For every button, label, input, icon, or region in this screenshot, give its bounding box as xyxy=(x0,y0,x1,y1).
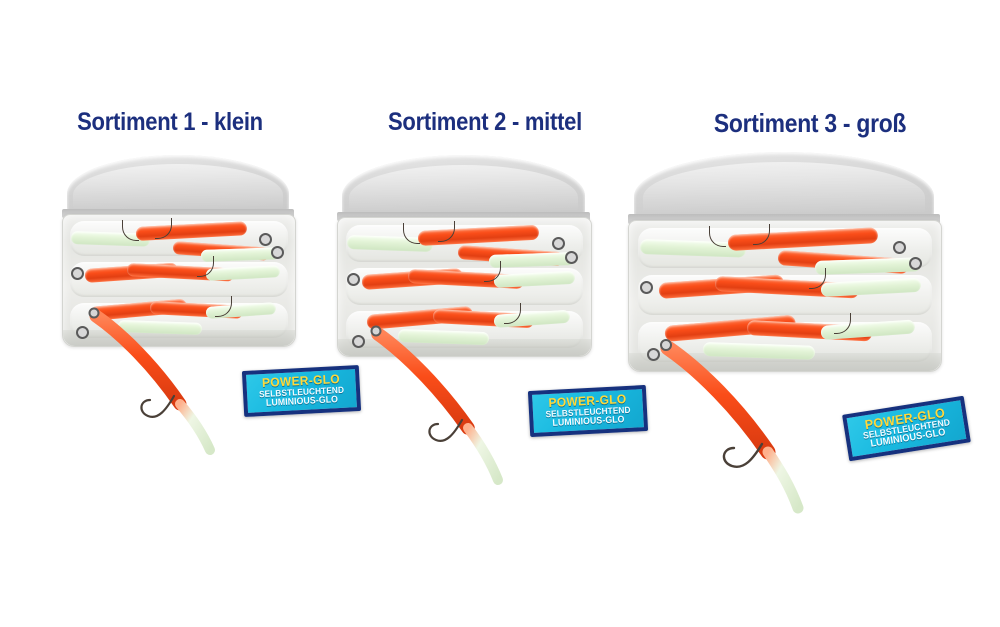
panel-title-3: Sortiment 3 - groß xyxy=(713,108,907,138)
tackle-box-1 xyxy=(62,155,296,347)
box-lid xyxy=(634,152,934,218)
box-hinge xyxy=(337,212,590,221)
swivel xyxy=(893,241,907,255)
hanging-lure-3 xyxy=(658,330,898,530)
tackle-box-3 xyxy=(628,152,942,372)
assortment-panel-3: Sortiment 3 - groß xyxy=(620,0,1000,627)
box-lid xyxy=(66,155,290,212)
tackle-box-2 xyxy=(337,155,592,357)
swivel xyxy=(640,280,654,294)
swivel xyxy=(352,335,366,348)
box-front-edge xyxy=(629,352,941,371)
hanging-lure-2 xyxy=(370,318,580,508)
swivel xyxy=(71,267,85,281)
hanging-lure-1 xyxy=(88,300,288,480)
swivel xyxy=(259,232,273,246)
swivel xyxy=(908,256,922,270)
swivel xyxy=(646,348,660,362)
box-lid xyxy=(342,155,585,215)
panel-title-1: Sortiment 1 - klein xyxy=(77,108,263,136)
box-hinge xyxy=(628,214,940,224)
assortment-panel-2: Sortiment 2 - mittel xyxy=(320,0,650,627)
swivel xyxy=(552,237,566,250)
swivel xyxy=(270,246,284,260)
swivel xyxy=(347,273,361,286)
swivel xyxy=(564,251,578,264)
swivel xyxy=(75,326,89,339)
box-hinge xyxy=(62,209,294,218)
assortment-panel-1: Sortiment 1 - klein xyxy=(0,0,362,627)
panel-title-2: Sortiment 2 - mittel xyxy=(388,108,582,136)
fishing-hook xyxy=(122,219,140,241)
